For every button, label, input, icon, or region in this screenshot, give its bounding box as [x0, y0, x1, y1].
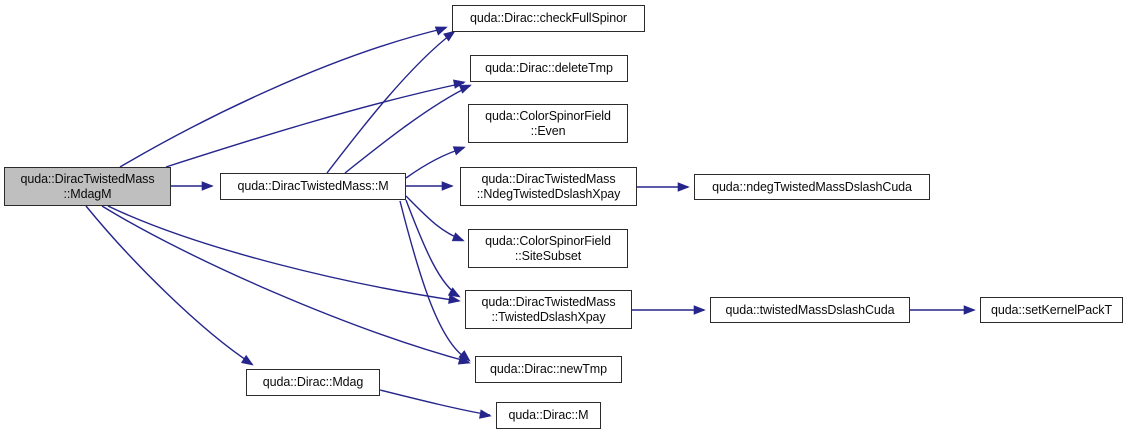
graph-node-label: quda::Dirac::deleteTmp — [485, 61, 613, 76]
graph-node-label: quda::setKernelPackT — [991, 302, 1112, 317]
graph-node-even[interactable]: quda::ColorSpinorField ::Even — [468, 104, 628, 143]
call-edge — [107, 205, 460, 302]
call-edge-arrowhead — [963, 305, 976, 315]
call-edge — [405, 199, 460, 297]
graph-node-deletetmp[interactable]: quda::Dirac::deleteTmp — [470, 55, 628, 82]
graph-node-label: quda::Dirac::M — [508, 408, 589, 423]
graph-node-tmcuda[interactable]: quda::twistedMassDslashCuda — [710, 297, 910, 323]
graph-node-label: quda::DiracTwistedMass ::TwistedDslashXp… — [481, 295, 616, 324]
call-edge — [85, 205, 253, 365]
call-edge — [326, 31, 455, 174]
call-edge-arrowhead — [441, 181, 454, 191]
call-edge-arrowhead — [434, 26, 448, 36]
call-edge-arrowhead — [458, 84, 472, 94]
call-edge-arrowhead — [479, 409, 492, 419]
call-edge-arrowhead — [443, 30, 456, 42]
call-edge-arrowhead — [201, 181, 214, 191]
graph-node-setkernelpackt[interactable]: quda::setKernelPackT — [980, 297, 1123, 323]
call-edge-arrowhead — [693, 305, 706, 315]
call-edge — [119, 27, 447, 168]
call-edge — [101, 205, 470, 363]
call-edge — [405, 195, 464, 241]
call-edge-arrowhead — [458, 350, 471, 362]
graph-node-twisteddslashxpay[interactable]: quda::DiracTwistedMass ::TwistedDslashXp… — [465, 290, 632, 329]
graph-node-ndegdslashxpay[interactable]: quda::DiracTwistedMass ::NdegTwistedDsla… — [460, 167, 637, 206]
graph-node-label: quda::Dirac::checkFullSpinor — [470, 11, 627, 26]
call-edge-arrowhead — [452, 146, 466, 156]
graph-node-label: quda::ColorSpinorField ::Even — [485, 109, 611, 138]
graph-node-label: quda::ndegTwistedMassDslashCuda — [712, 179, 912, 194]
call-edge — [165, 82, 465, 168]
call-edge — [399, 200, 470, 361]
graph-node-dirac_m[interactable]: quda::Dirac::M — [496, 402, 601, 429]
graph-node-label: quda::ColorSpinorField ::SiteSubset — [485, 234, 611, 263]
graph-node-newtmp[interactable]: quda::Dirac::newTmp — [475, 356, 622, 383]
call-edge — [344, 85, 471, 174]
graph-node-ndegcuda[interactable]: quda::ndegTwistedMassDslashCuda — [694, 174, 930, 200]
graph-node-mdagm[interactable]: quda::DiracTwistedMass ::MdagM — [4, 167, 171, 206]
graph-node-label: quda::Dirac::Mdag — [262, 375, 364, 390]
call-edge-arrowhead — [448, 294, 461, 304]
graph-node-label: quda::twistedMassDslashCuda — [725, 302, 895, 317]
graph-node-mdag[interactable]: quda::Dirac::Mdag — [246, 369, 380, 396]
call-edge — [379, 389, 491, 416]
graph-node-tm_m[interactable]: quda::DiracTwistedMass::M — [220, 173, 406, 200]
call-edge-arrowhead — [240, 354, 254, 366]
graph-node-checkfullspinor[interactable]: quda::Dirac::checkFullSpinor — [452, 5, 645, 32]
graph-node-sitesubset[interactable]: quda::ColorSpinorField ::SiteSubset — [468, 229, 628, 268]
call-edge-arrowhead — [451, 232, 465, 242]
graph-node-label: quda::Dirac::newTmp — [490, 362, 607, 377]
graph-node-label: quda::DiracTwistedMass::M — [237, 179, 389, 194]
call-edge-arrowhead — [447, 287, 461, 298]
call-edge-arrowhead — [677, 182, 690, 192]
graph-node-label: quda::DiracTwistedMass ::NdegTwistedDsla… — [476, 172, 621, 201]
graph-node-label: quda::DiracTwistedMass ::MdagM — [20, 172, 155, 201]
